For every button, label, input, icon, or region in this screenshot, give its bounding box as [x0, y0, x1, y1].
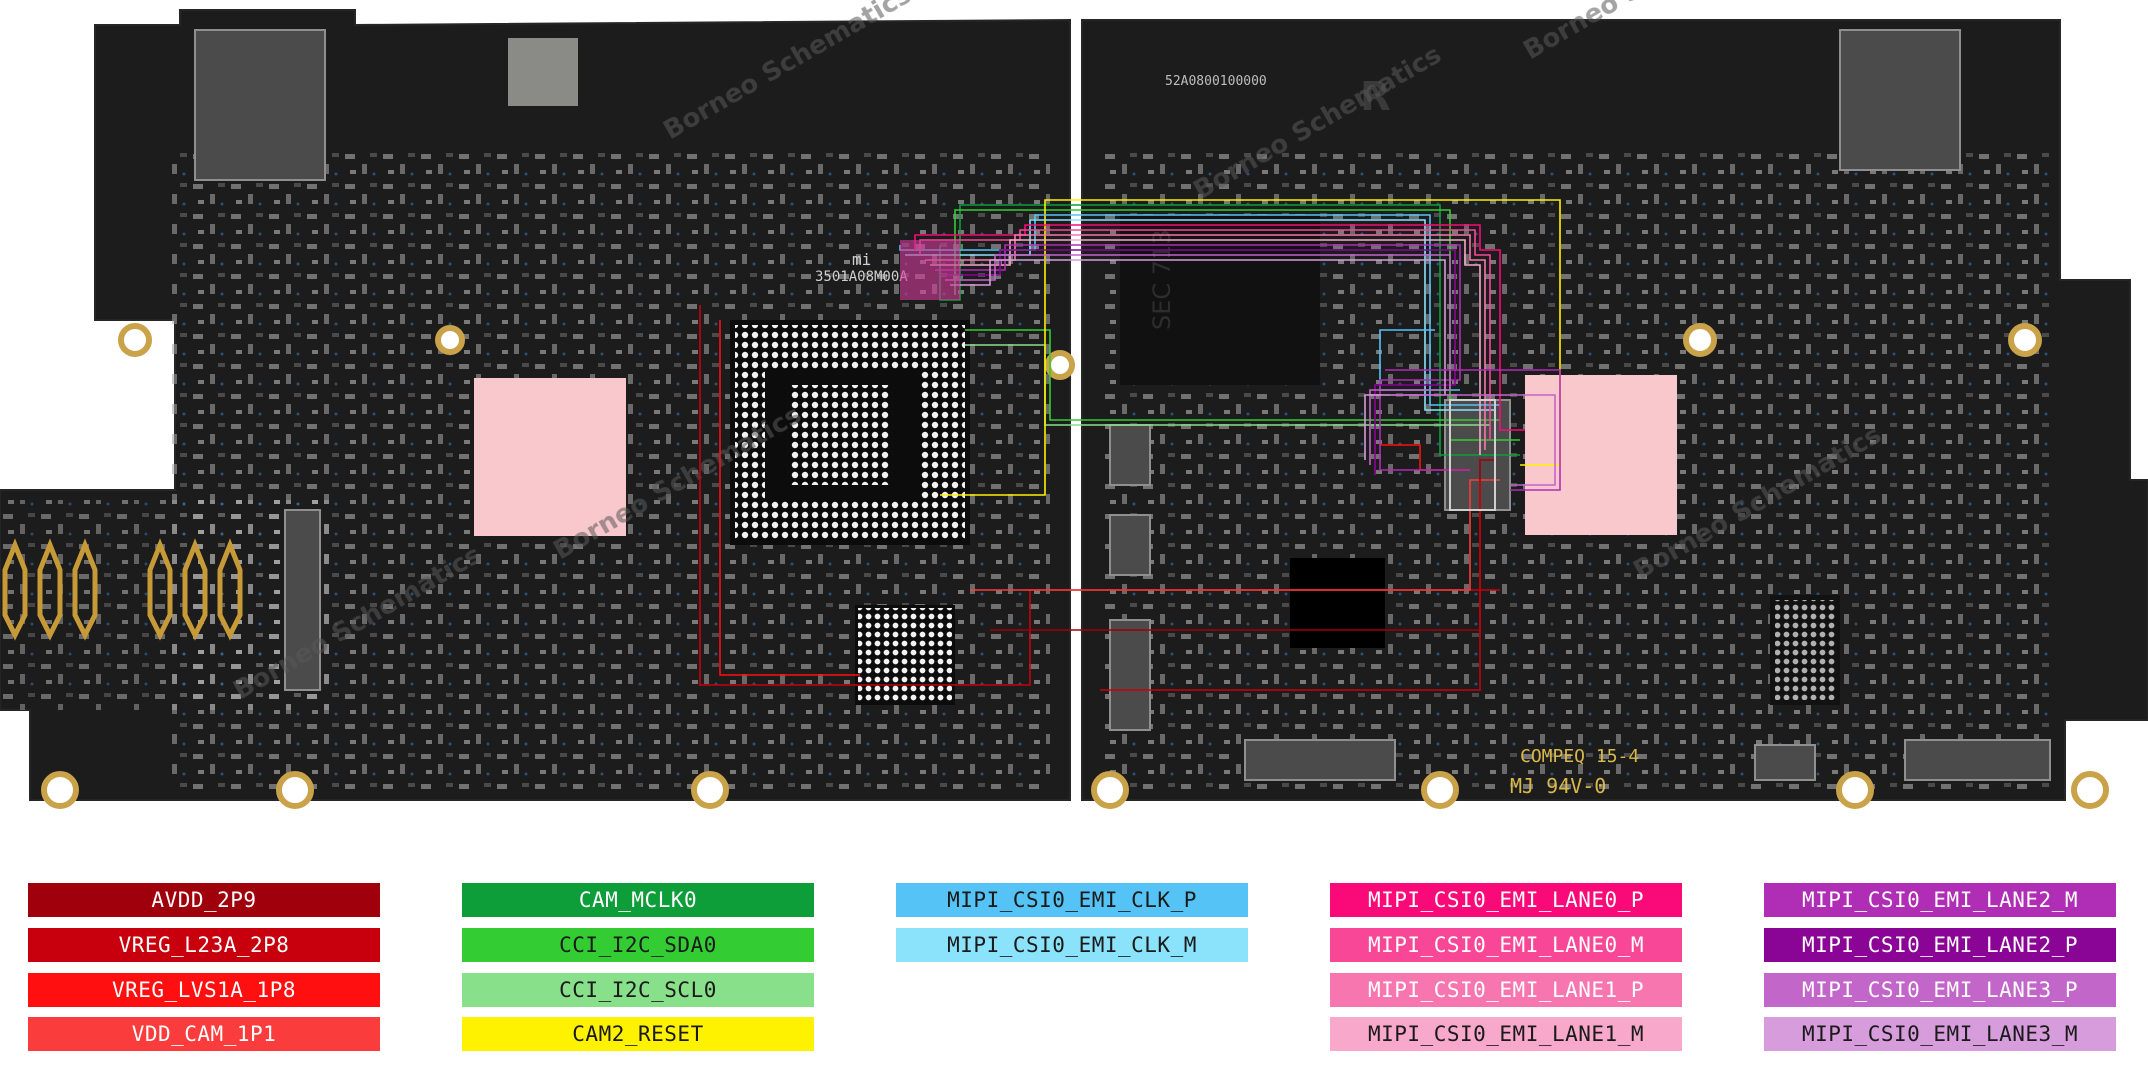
- pcb-board-diagram: SEC 713 3501A08M0: [0, 0, 2148, 809]
- pmic-bga-chip: [855, 605, 955, 705]
- pad-marker-left: [474, 378, 626, 536]
- legend-item: MIPI_CSI0_EMI_LANE1_P: [1330, 973, 1682, 1007]
- legend-item: CCI_I2C_SCL0: [462, 973, 814, 1007]
- sim-contacts: [2, 538, 243, 641]
- shield-can: [508, 38, 578, 106]
- legend-item: MIPI_CSI0_EMI_CLK_M: [896, 928, 1248, 962]
- signal-traces: [699, 199, 1561, 691]
- left-chip-logo: mi: [852, 250, 871, 269]
- legend-item: VREG_L23A_2P8: [28, 928, 380, 962]
- legend-item: AVDD_2P9: [28, 883, 380, 917]
- memory-chip-label: SEC 713: [1148, 229, 1176, 330]
- fab-marking: MJ 94V-0: [1510, 774, 1606, 798]
- legend-item: MIPI_CSI0_EMI_LANE2_P: [1764, 928, 2116, 962]
- legend-item: MIPI_CSI0_EMI_LANE0_P: [1330, 883, 1682, 917]
- camera-connector: [1449, 399, 1496, 511]
- csi-breakout-region: [900, 240, 960, 300]
- legend-item: CAM2_RESET: [462, 1017, 814, 1051]
- legend-item: VDD_CAM_1P1: [28, 1017, 380, 1051]
- right-board-marking: R: [1360, 74, 1391, 120]
- soc-bga-chip: [730, 320, 970, 545]
- left-board-marking: 3501A08M00A: [815, 269, 908, 285]
- legend-item: VREG_LVS1A_1P8: [28, 973, 380, 1007]
- comp-marking: COMPEQ 15-4: [1520, 746, 1639, 767]
- board-connectors: [194, 29, 2051, 781]
- memory-chip: [1120, 215, 1320, 385]
- legend-item: MIPI_CSI0_EMI_LANE3_M: [1764, 1017, 2116, 1051]
- legend-item: CAM_MCLK0: [462, 883, 814, 917]
- legend-item: MIPI_CSI0_EMI_LANE3_P: [1764, 973, 2116, 1007]
- legend-item: MIPI_CSI0_EMI_LANE0_M: [1330, 928, 1682, 962]
- mounting-holes: [41, 323, 2109, 809]
- legend-item: MIPI_CSI0_EMI_LANE1_M: [1330, 1017, 1682, 1051]
- legend-item: MIPI_CSI0_EMI_LANE2_M: [1764, 883, 2116, 917]
- legend-item: MIPI_CSI0_EMI_CLK_P: [896, 883, 1248, 917]
- legend-item: CCI_I2C_SDA0: [462, 928, 814, 962]
- power-ic: [1290, 558, 1385, 648]
- rf-chip: [1770, 595, 1840, 705]
- code-marking: 52A0800100000: [1165, 74, 1267, 89]
- pad-marker-right: [1525, 375, 1677, 535]
